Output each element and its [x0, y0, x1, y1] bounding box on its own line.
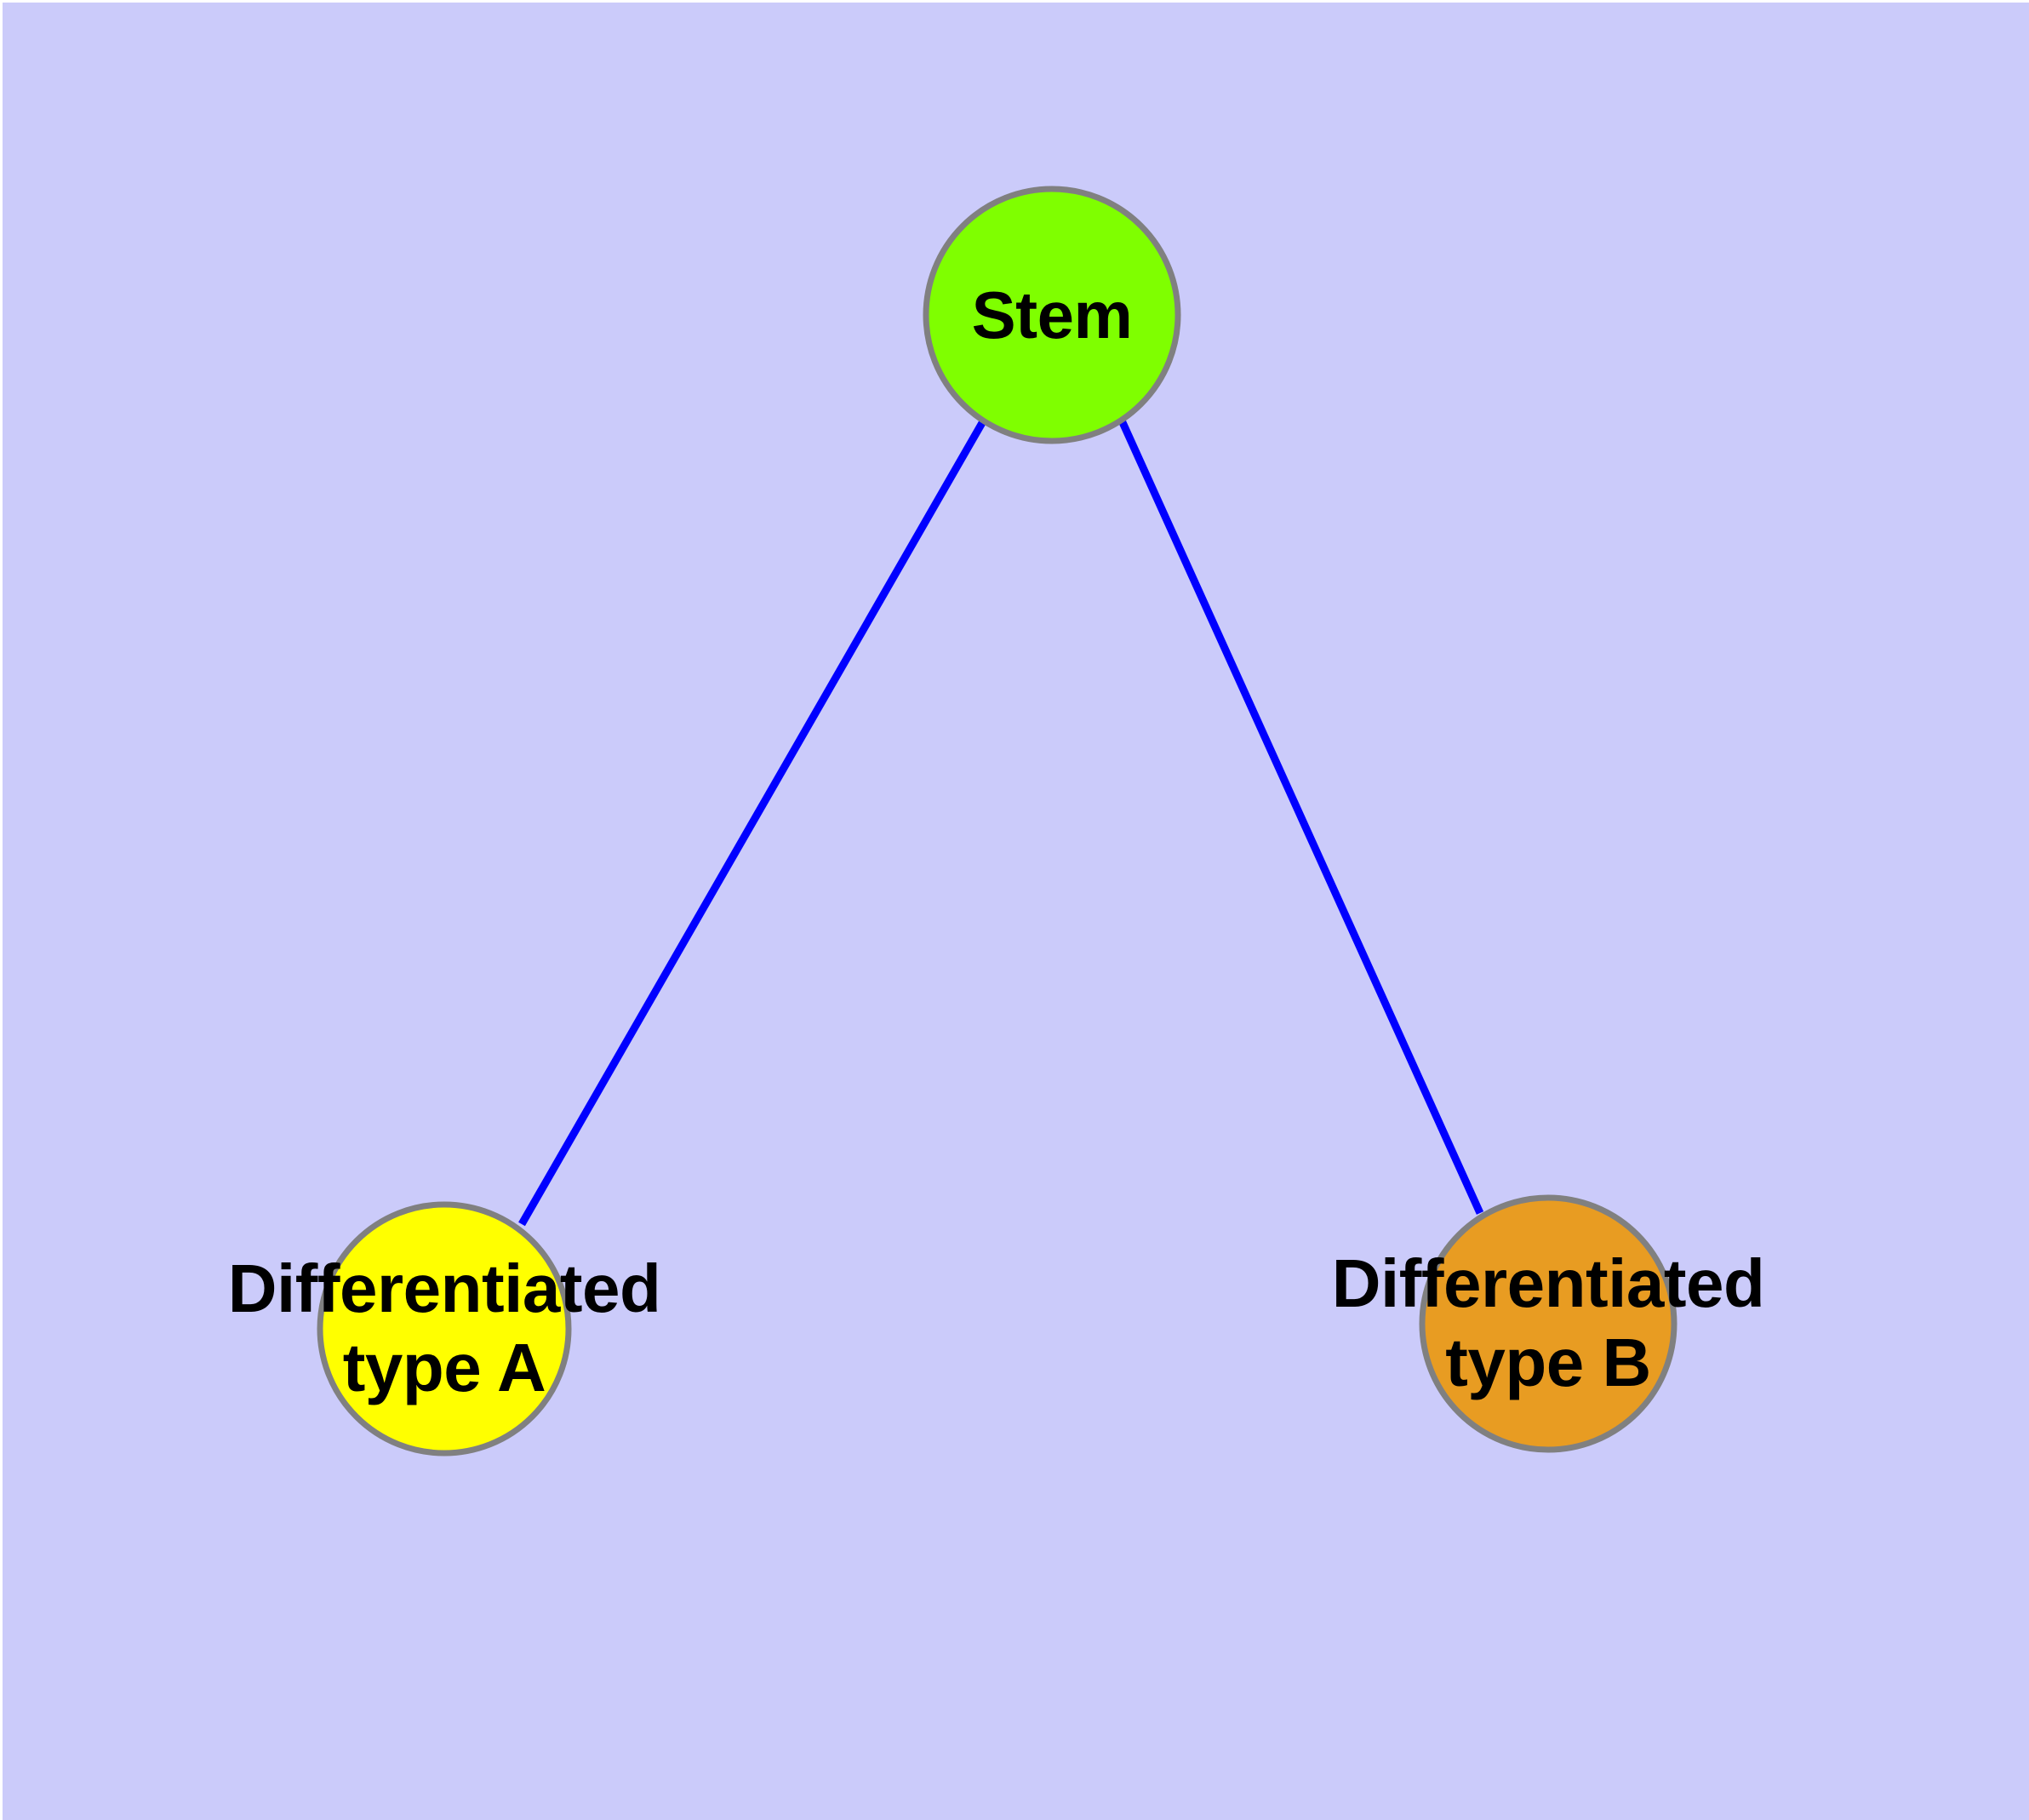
node-differentiated-type-a[interactable]: [317, 1201, 572, 1457]
node-layer: [317, 186, 1677, 1457]
edge-layer: [518, 419, 1484, 1227]
node-differentiated-type-b[interactable]: [1419, 1194, 1677, 1453]
edge-stem-to-diff-b[interactable]: [1117, 419, 1484, 1215]
node-stem[interactable]: [923, 186, 1181, 444]
edge-stem-to-diff-a[interactable]: [518, 419, 986, 1227]
